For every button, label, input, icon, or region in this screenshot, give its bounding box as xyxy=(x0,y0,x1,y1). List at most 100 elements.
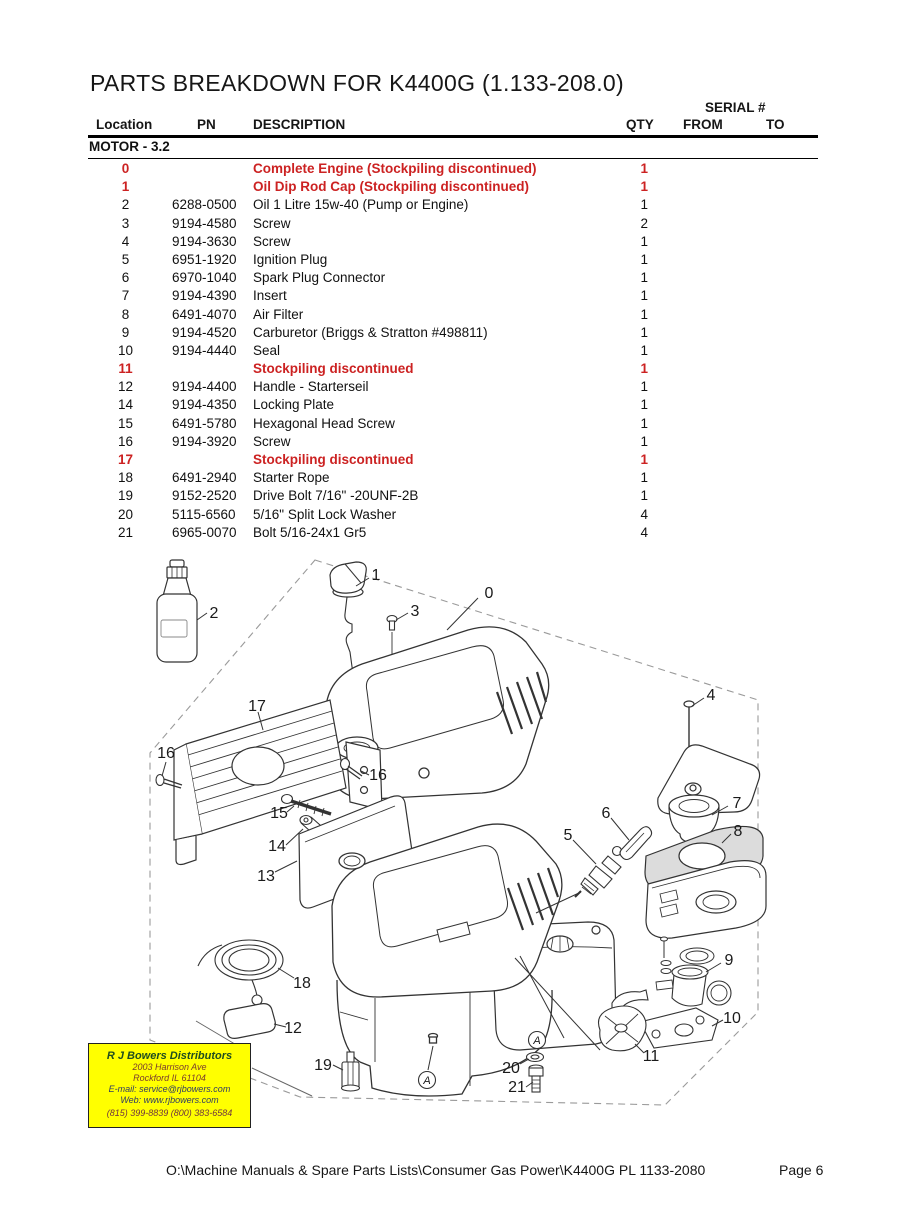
cell-qty: 2 xyxy=(640,215,648,231)
col-header-location: Location xyxy=(96,117,153,132)
cell-qty: 1 xyxy=(640,197,648,213)
cell-qty: 4 xyxy=(640,524,648,540)
callout-3: 3 xyxy=(411,603,420,620)
cell-description: Spark Plug Connector xyxy=(253,270,386,286)
cell-qty: 1 xyxy=(640,306,648,322)
diagram-dashed-outline xyxy=(149,559,759,1106)
page-title: PARTS BREAKDOWN FOR K4400G (1.133-208.0) xyxy=(90,70,624,96)
cell-pn: 9194-3920 xyxy=(172,433,237,449)
callout-1: 1 xyxy=(372,567,381,584)
cell-location: 2 xyxy=(121,197,130,213)
cell-qty: 1 xyxy=(640,288,648,304)
distributor-box: R J Bowers Distributors 2003 Harrison Av… xyxy=(88,1043,251,1128)
cell-location: 16 xyxy=(117,433,134,449)
section-label: MOTOR - 3.2 xyxy=(89,139,170,154)
callout-5: 5 xyxy=(564,827,573,844)
col-header-description: DESCRIPTION xyxy=(253,117,346,132)
cell-pn: 9194-4580 xyxy=(172,215,237,231)
cell-location: 8 xyxy=(121,306,130,322)
cell-pn: 6951-1920 xyxy=(172,251,237,267)
callout-9: 9 xyxy=(725,952,734,969)
col-header-to: TO xyxy=(766,117,785,132)
cell-qty: 1 xyxy=(640,433,648,449)
callout-6: 6 xyxy=(602,805,611,822)
cell-pn: 9194-4350 xyxy=(172,397,237,413)
cell-qty: 1 xyxy=(640,324,648,340)
cell-location: 11 xyxy=(118,361,133,377)
plug-connector-drawing xyxy=(619,826,653,861)
cell-location: 7 xyxy=(121,288,130,304)
cell-pn: 6491-5780 xyxy=(172,415,237,431)
cell-description: Complete Engine (Stockpiling discontinue… xyxy=(253,161,537,176)
cell-description: Seal xyxy=(253,342,281,358)
cell-pn: 6491-2940 xyxy=(172,470,237,486)
table-row: 17 Stockpiling discontinued 1 xyxy=(88,451,848,469)
footer-page-number: Page 6 xyxy=(779,1162,824,1178)
cell-pn: 6491-4070 xyxy=(172,306,237,322)
callout-7: 7 xyxy=(733,795,742,812)
callout-2: 2 xyxy=(210,605,219,622)
callout-21: 21 xyxy=(508,1079,526,1096)
cell-description: 5/16" Split Lock Washer xyxy=(253,506,397,522)
cell-description: Drive Bolt 7/16" -20UNF-2B xyxy=(253,488,419,504)
cell-qty: 1 xyxy=(640,161,648,176)
cell-qty: 1 xyxy=(640,452,648,467)
cell-qty: 1 xyxy=(640,379,648,395)
cell-location: 4 xyxy=(121,233,130,249)
callout-14: 14 xyxy=(268,838,286,855)
callout-labels: 0 1 2 3 4 5 6 7 8 9 10 11 12 13 14 15 16… xyxy=(157,567,742,1096)
screw-16-right-drawing xyxy=(339,757,363,780)
grille-drawing xyxy=(173,699,383,866)
header-rule-thick xyxy=(88,135,818,138)
cell-description: Screw xyxy=(253,433,291,449)
cell-location: 5 xyxy=(121,251,130,267)
cell-pn: 6970-1040 xyxy=(172,270,237,286)
callout-16-left: 16 xyxy=(157,745,175,762)
callout-17: 17 xyxy=(248,698,266,715)
cell-description: Stockpiling discontinued xyxy=(253,361,414,377)
elbow-gasket-knob-drawing xyxy=(597,989,719,1052)
callout-a-marker-2: A xyxy=(532,1035,540,1047)
air-filter-stack-drawing xyxy=(644,700,767,939)
cell-location: 6 xyxy=(121,270,130,286)
cell-qty: 1 xyxy=(640,397,648,413)
cell-description: Bolt 5/16-24x1 Gr5 xyxy=(253,524,367,540)
footer-file-path: O:\Machine Manuals & Spare Parts Lists\C… xyxy=(166,1162,706,1178)
cell-location: 17 xyxy=(117,452,134,467)
cell-description: Stockpiling discontinued xyxy=(253,452,414,467)
cell-description: Oil 1 Litre 15w-40 (Pump or Engine) xyxy=(253,197,469,213)
cell-description: Ignition Plug xyxy=(253,251,328,267)
col-header-from: FROM xyxy=(683,117,723,132)
col-header-qty: QTY xyxy=(626,117,654,132)
muffler-13-drawing xyxy=(298,795,414,909)
callout-0: 0 xyxy=(485,585,494,602)
distributor-address-1: 2003 Harrison Ave xyxy=(132,1062,207,1072)
callout-a-marker-1: A xyxy=(422,1075,430,1087)
spark-plug-drawing xyxy=(574,845,623,898)
cell-description: Handle - Starterseil xyxy=(253,379,369,395)
drive-bolt-19-drawing xyxy=(340,1051,361,1092)
cell-pn: 9194-4520 xyxy=(172,324,237,340)
cell-description: Oil Dip Rod Cap (Stockpiling discontinue… xyxy=(253,179,529,195)
cell-pn: 9152-2520 xyxy=(172,488,237,504)
callout-8: 8 xyxy=(734,823,743,840)
starter-rope-drawing xyxy=(197,939,284,1039)
callout-19: 19 xyxy=(314,1057,332,1074)
callout-12: 12 xyxy=(284,1020,302,1037)
callout-15: 15 xyxy=(270,805,288,822)
carb-hardware-drawing xyxy=(660,936,715,974)
carburetor-drawing xyxy=(655,964,732,1007)
table-row: 16 9194-3920 Screw 1 xyxy=(88,433,848,451)
distributor-name: R J Bowers Distributors xyxy=(106,1050,233,1062)
